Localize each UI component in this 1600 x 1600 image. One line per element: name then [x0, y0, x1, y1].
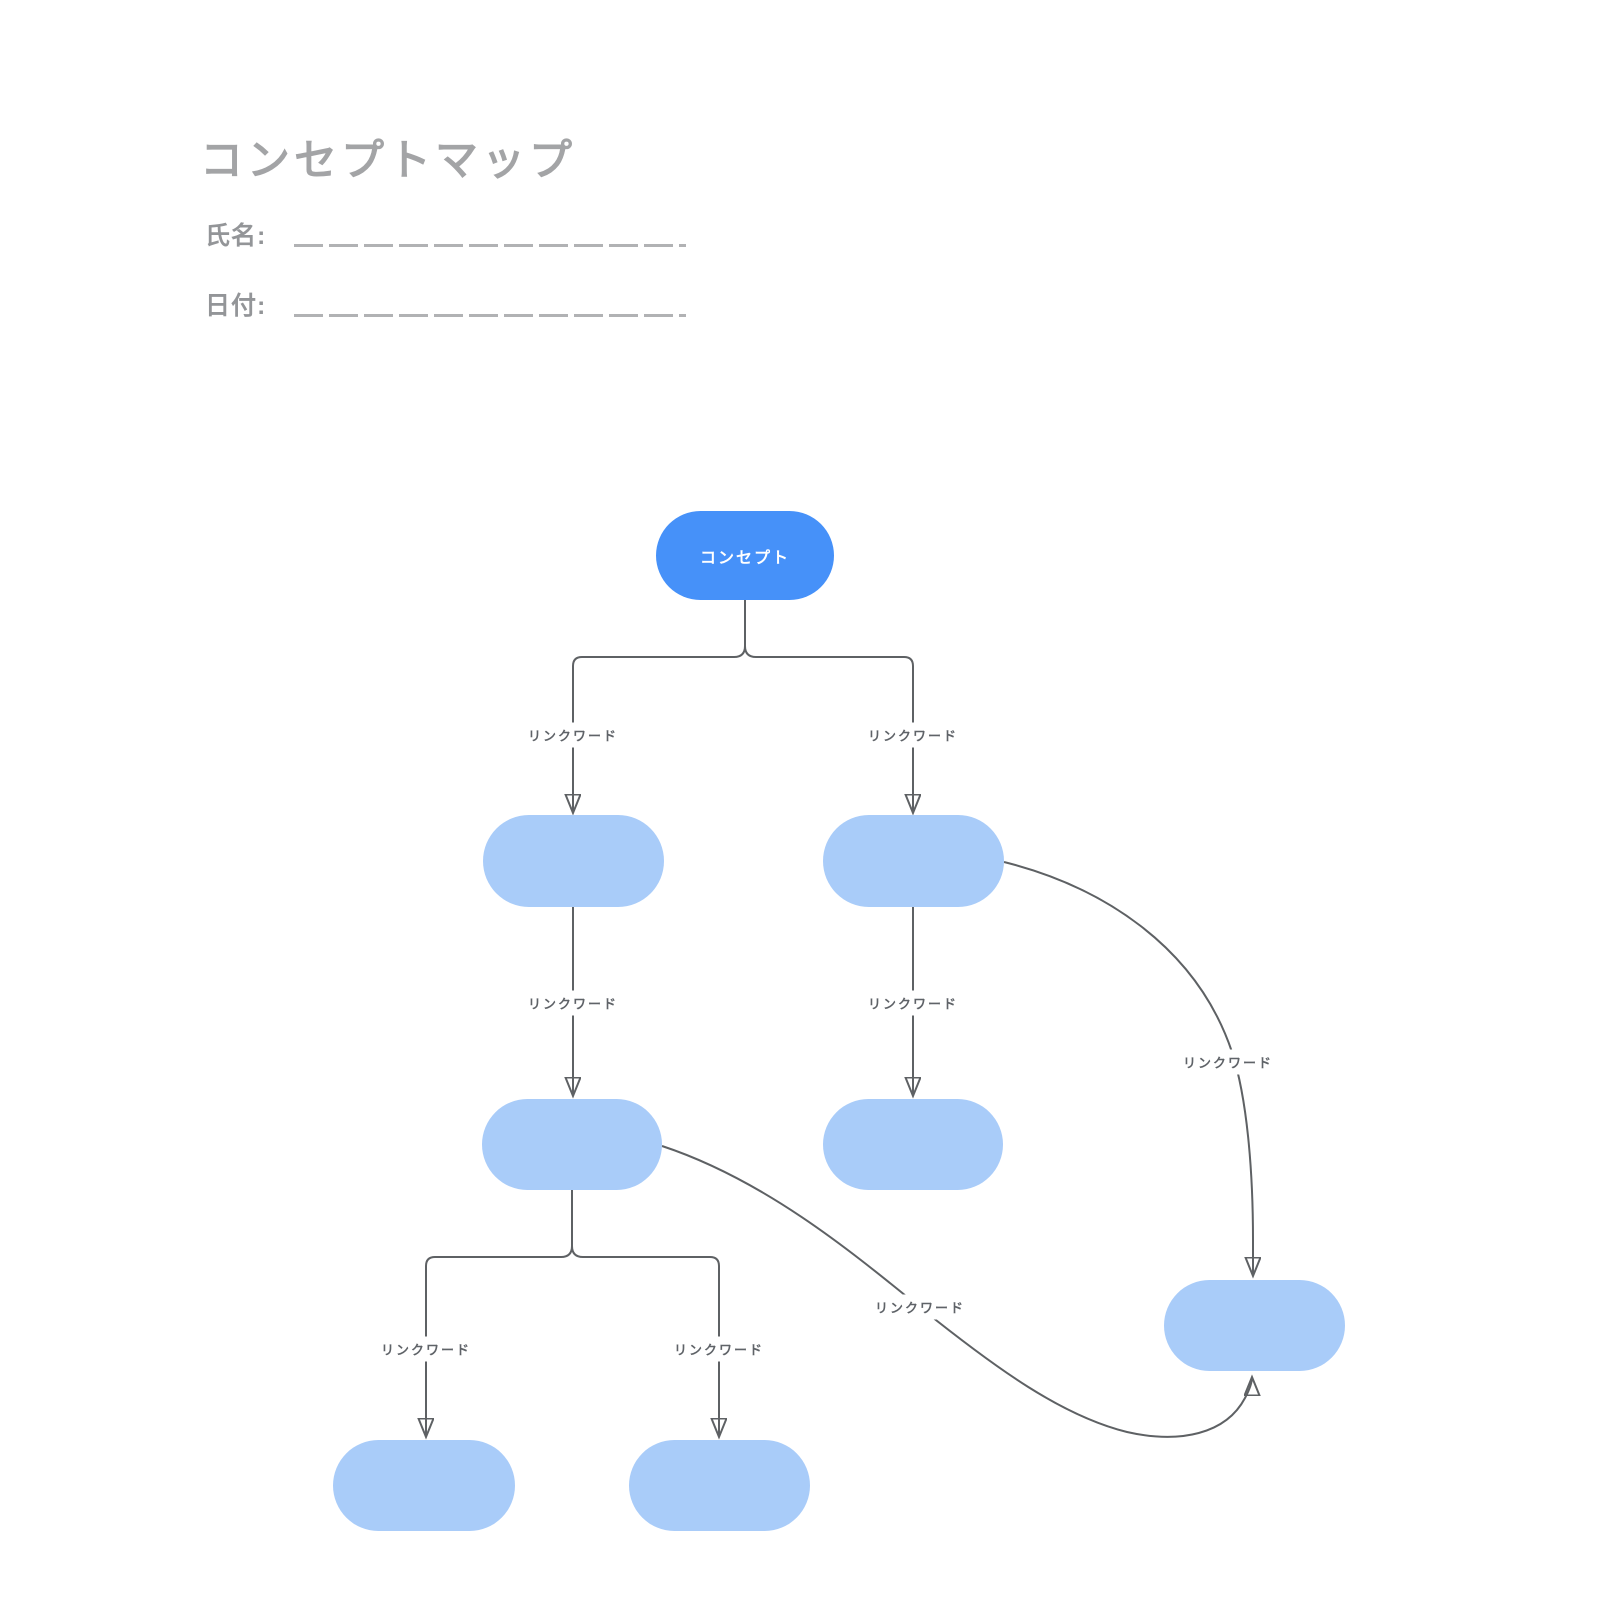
- name-field: 氏名:: [205, 215, 687, 250]
- root-concept-node-label: コンセプト: [699, 549, 790, 567]
- date-field: 日付:: [205, 285, 687, 320]
- edge-left-grandchild-to-bottom-left: [426, 1190, 573, 1437]
- edge-left-grandchild-to-far-right-curve: [661, 1145, 1252, 1438]
- name-field-input-line[interactable]: [294, 244, 687, 247]
- name-field-label: 氏名:: [205, 222, 267, 250]
- link-word-label-bottom-left[interactable]: リンクワード: [375, 1336, 477, 1362]
- concept-node-bottom-left[interactable]: [333, 1440, 515, 1531]
- edge-left-grandchild-to-bottom-right: [571, 1245, 719, 1437]
- link-word-label-root-right[interactable]: リンクワード: [862, 722, 964, 748]
- concept-node-level2-right[interactable]: [823, 815, 1004, 907]
- concept-node-level2-left[interactable]: [483, 815, 664, 907]
- link-word-label-bottom-curve[interactable]: リンクワード: [869, 1294, 971, 1320]
- page-title: コンセプトマップ: [200, 137, 576, 185]
- edge-root-to-right-child: [744, 600, 913, 813]
- concept-node-bottom-right[interactable]: [629, 1440, 810, 1531]
- concept-node-far-right[interactable]: [1164, 1280, 1345, 1371]
- date-field-label: 日付:: [205, 292, 267, 320]
- concept-node-level3-left[interactable]: [482, 1099, 662, 1190]
- link-word-label-root-left[interactable]: リンクワード: [522, 722, 624, 748]
- edge-right-child-to-far-right-curve: [1003, 861, 1253, 1276]
- date-field-input-line[interactable]: [294, 314, 687, 317]
- link-word-label-right-curve[interactable]: リンクワード: [1177, 1049, 1279, 1075]
- root-concept-node[interactable]: コンセプト: [656, 511, 834, 600]
- link-word-label-bottom-right[interactable]: リンクワード: [668, 1336, 770, 1362]
- link-word-label-level2-left[interactable]: リンクワード: [522, 990, 624, 1016]
- concept-node-level3-right[interactable]: [823, 1099, 1003, 1190]
- link-word-label-level2-right[interactable]: リンクワード: [862, 990, 964, 1016]
- edge-root-to-left-child: [573, 600, 746, 813]
